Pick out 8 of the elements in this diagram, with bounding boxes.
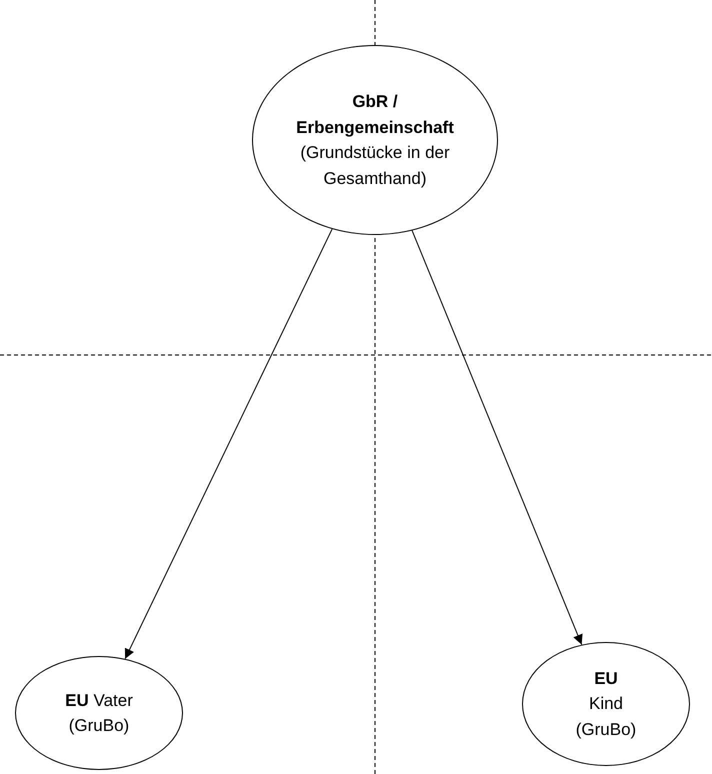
node-text: (Grundstücke in der Gesamthand): [299, 142, 451, 190]
node-text: (GruBo): [68, 715, 130, 737]
node-heading: EU Vater: [65, 690, 133, 712]
node-heading: EU Kind: [588, 668, 624, 716]
node-heading: GbR / Erbengemeinschaft: [295, 91, 455, 139]
arrow: [124, 228, 333, 660]
node-text: (GruBo): [576, 718, 636, 741]
arrow: [412, 230, 583, 646]
